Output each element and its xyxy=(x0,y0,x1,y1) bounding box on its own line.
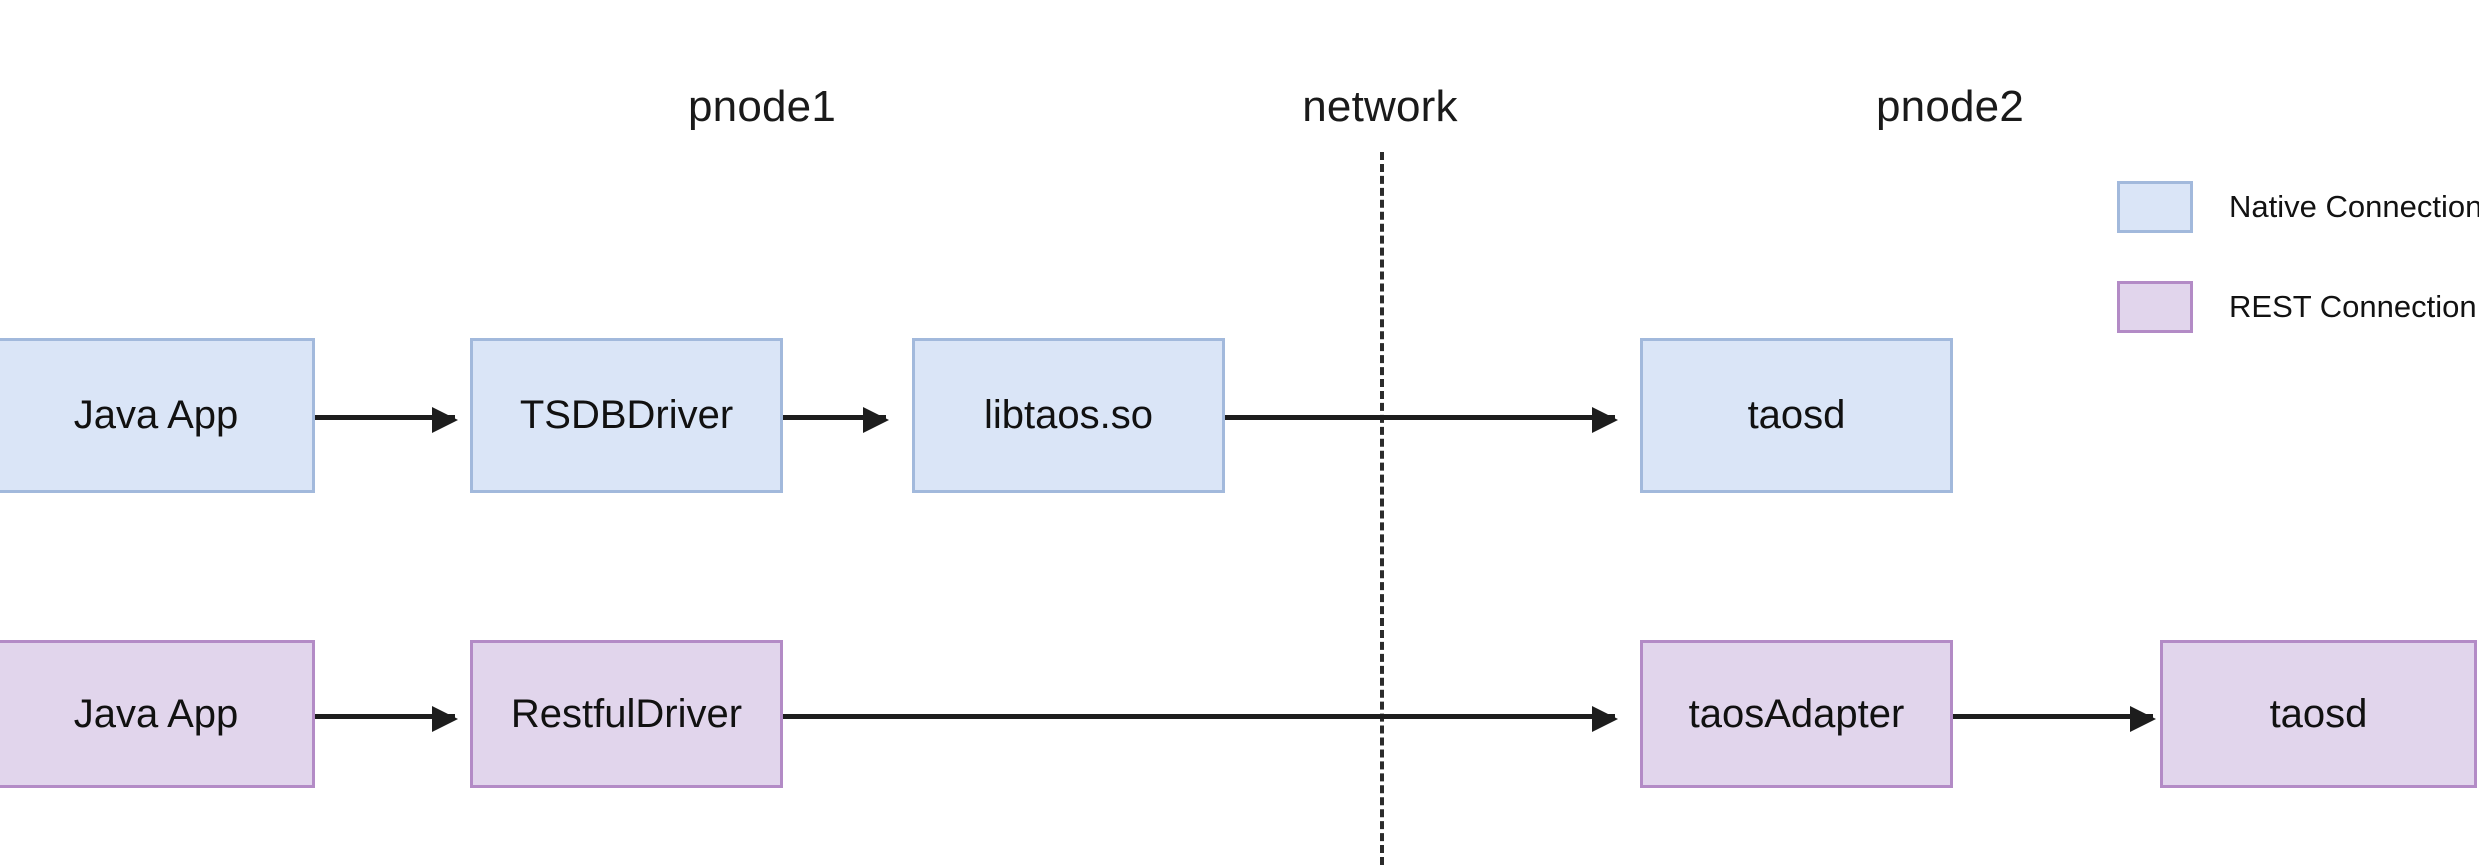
node-label: libtaos.so xyxy=(984,393,1153,437)
header-label-pnode2: pnode2 xyxy=(1875,82,2025,131)
network-divider-line xyxy=(1380,152,1384,865)
node-label: taosAdapter xyxy=(1688,691,1905,736)
legend-swatch-native-icon xyxy=(2117,181,2193,233)
node-label: taosd xyxy=(2269,691,2368,736)
arrow-native-javaapp-to-tsdbdriver xyxy=(315,407,458,433)
legend-item-native-connection: Native Connection xyxy=(2117,181,2479,233)
legend-swatch-rest-icon xyxy=(2117,281,2193,333)
node-rest-java-app[interactable]: Java App xyxy=(0,640,315,788)
arrow-native-tsdbdriver-to-libtaos xyxy=(783,407,889,433)
header-label-network: network xyxy=(1302,82,1458,131)
legend-item-rest-connection: REST Connection xyxy=(2117,281,2477,333)
node-label: TSDBDriver xyxy=(519,393,734,437)
node-native-java-app[interactable]: Java App xyxy=(0,338,315,493)
node-label: Java App xyxy=(73,691,239,736)
node-rest-taosd[interactable]: taosd xyxy=(2160,640,2477,788)
node-native-taosd[interactable]: taosd xyxy=(1640,338,1953,493)
legend-label: Native Connection xyxy=(2229,189,2479,224)
node-label: RestfulDriver xyxy=(510,691,743,736)
node-native-tsdbdriver[interactable]: TSDBDriver xyxy=(470,338,783,493)
arrow-rest-restfuldriver-to-taosadapter xyxy=(783,706,1618,732)
legend-label: REST Connection xyxy=(2229,289,2477,324)
node-rest-restfuldriver[interactable]: RestfulDriver xyxy=(470,640,783,788)
node-native-libtaos-so[interactable]: libtaos.so xyxy=(912,338,1225,493)
node-label: taosd xyxy=(1747,393,1846,437)
arrow-native-libtaos-to-taosd xyxy=(1225,407,1618,433)
arrow-rest-javaapp-to-restfuldriver xyxy=(315,706,458,732)
arrow-rest-taosadapter-to-taosd xyxy=(1953,706,2156,732)
header-label-pnode1: pnode1 xyxy=(687,82,837,131)
node-label: Java App xyxy=(73,393,239,437)
node-rest-taosadapter[interactable]: taosAdapter xyxy=(1640,640,1953,788)
